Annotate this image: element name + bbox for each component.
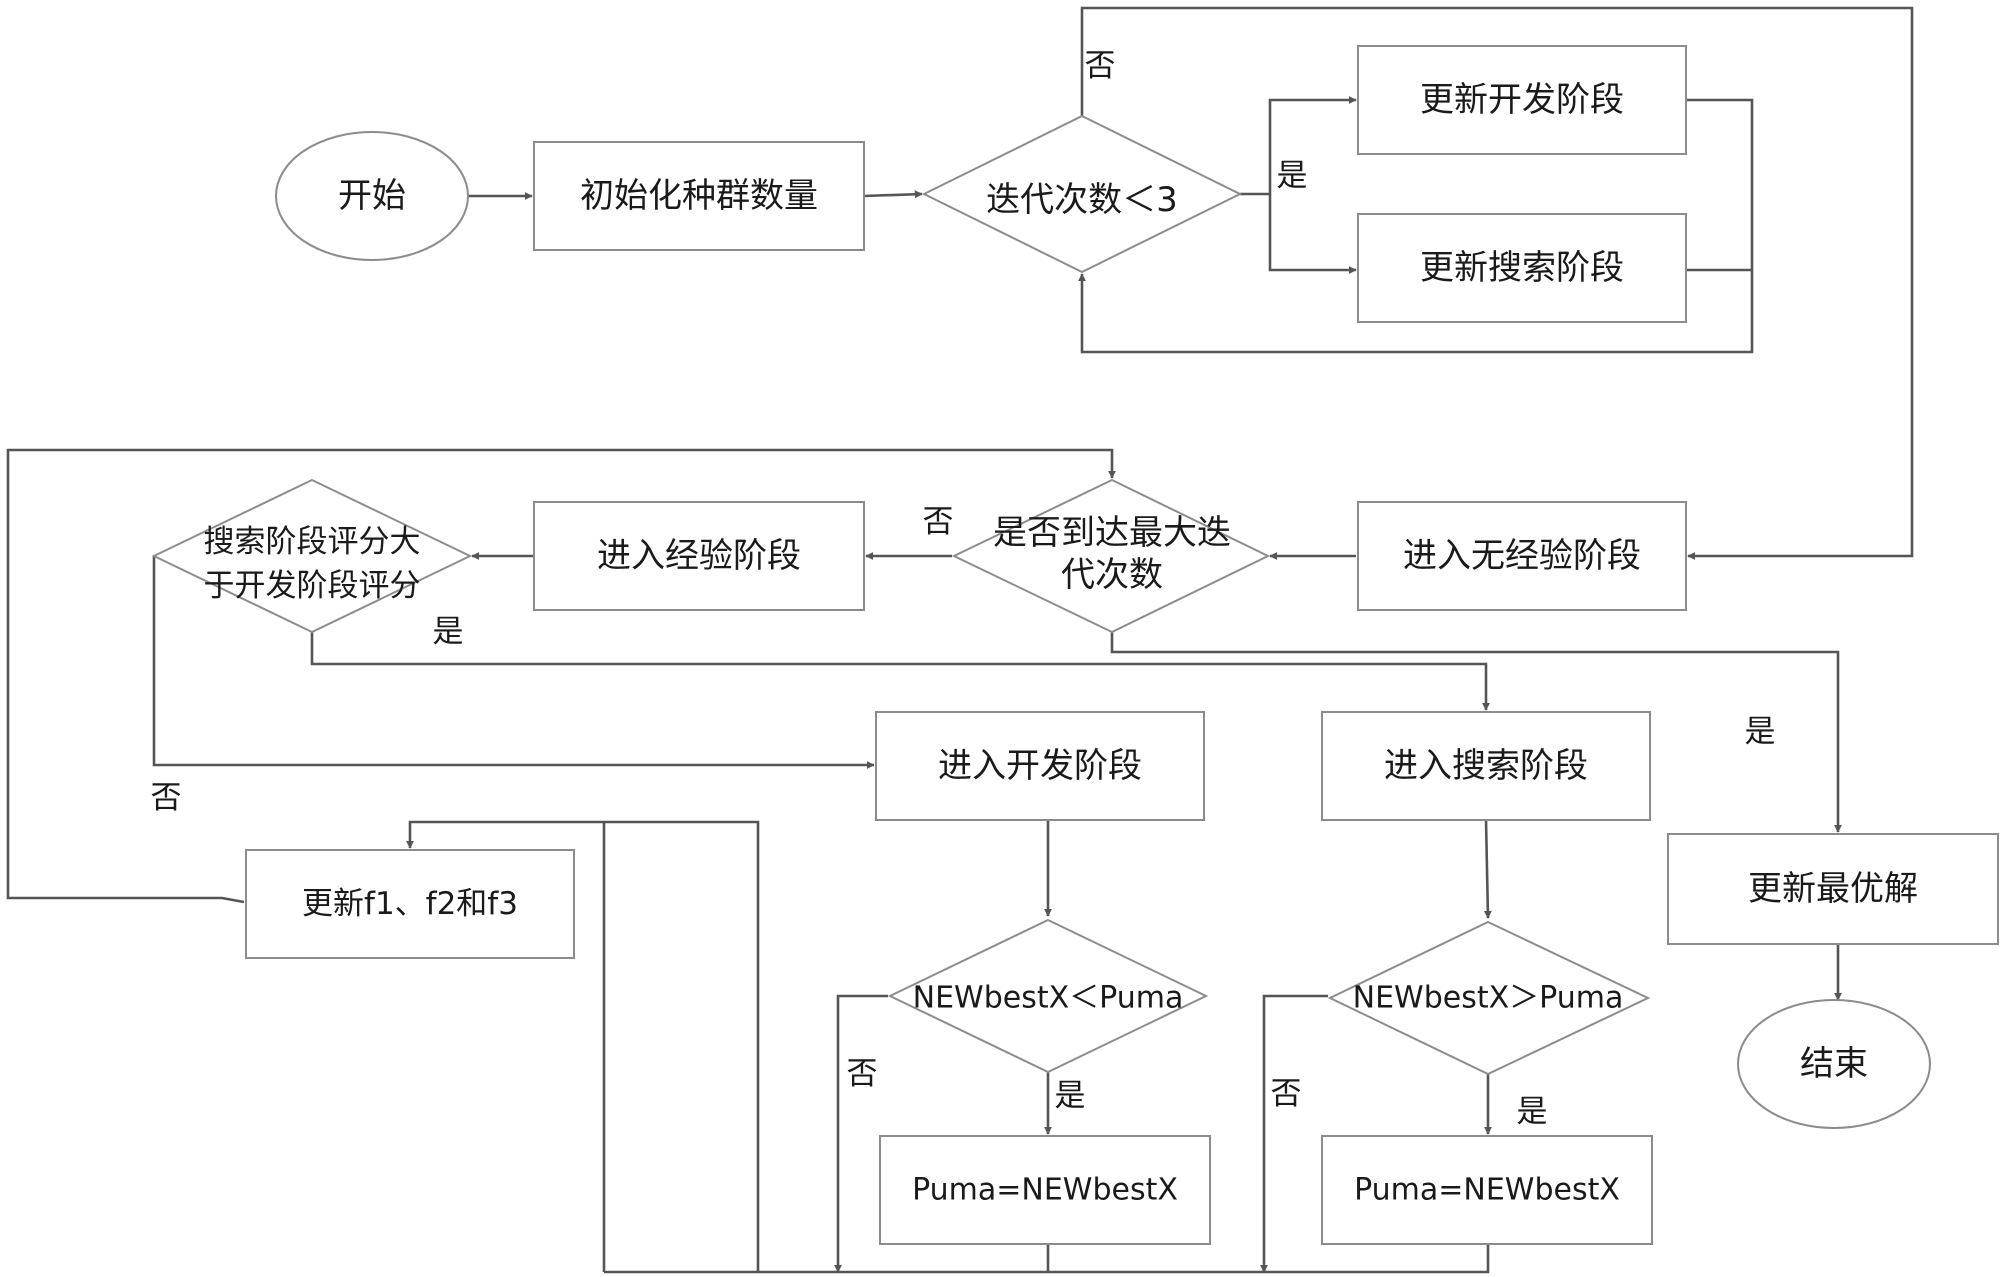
node-cond-less: NEWbestX＜Puma (887, 918, 1209, 1074)
assign-right-label: Puma=NEWbestX (1354, 1173, 1620, 1208)
node-max-iteration-check: 是否到达最大迭 代次数 (951, 478, 1271, 634)
node-enter-search: 进入搜索阶段 (1321, 711, 1651, 821)
label-yes-cond-greater: 是 (1517, 1094, 1548, 1130)
edges (6, 6, 1914, 1274)
max-iteration-check-line1: 是否到达最大迭 (993, 513, 1231, 553)
node-start: 开始 (275, 131, 469, 261)
node-cond-greater: NEWbestX＞Puma (1327, 920, 1651, 1076)
label-yes-score: 是 (433, 614, 464, 650)
update-f-label: 更新f1、f2和f3 (302, 886, 518, 922)
score-compare-line2: 于开发阶段评分 (204, 568, 421, 604)
enter-no-experience-label: 进入无经验阶段 (1403, 536, 1641, 576)
edge-iteration-yes-exploit (1240, 96, 1357, 196)
edge-cond-less-no (834, 994, 888, 1273)
node-iteration-check: 迭代次数＜3 (921, 114, 1243, 274)
enter-exploit-label: 进入开发阶段 (938, 746, 1142, 786)
node-update-best: 更新最优解 (1667, 833, 1999, 945)
iteration-check-label: 迭代次数＜3 (986, 180, 1178, 220)
label-no-iteration: 否 (1085, 48, 1116, 84)
enter-experience-label: 进入经验阶段 (597, 536, 801, 576)
cond-greater-label: NEWbestX＞Puma (1353, 981, 1624, 1016)
max-iteration-check-line2: 代次数 (1061, 555, 1163, 595)
label-yes-iteration: 是 (1277, 158, 1308, 194)
node-update-search-stage: 更新搜索阶段 (1357, 213, 1687, 323)
node-assign-right: Puma=NEWbestX (1321, 1135, 1653, 1245)
node-end: 结束 (1737, 999, 1931, 1129)
update-exploit-stage-label: 更新开发阶段 (1420, 80, 1624, 120)
start-terminator (275, 131, 469, 261)
edge-cond-greater-no (1260, 994, 1328, 1273)
node-assign-left: Puma=NEWbestX (879, 1135, 1211, 1245)
node-enter-no-experience: 进入无经验阶段 (1357, 501, 1687, 611)
edge-iteration-no-to-no-experience (1080, 6, 1914, 560)
label-yes-max-check: 是 (1745, 714, 1776, 750)
node-init-population: 初始化种群数量 (533, 141, 865, 251)
score-compare-line1: 搜索阶段评分大 (204, 524, 421, 560)
edge-score-yes-to-search (310, 632, 1490, 711)
label-no-max-check: 否 (923, 504, 954, 540)
edge-score-no-to-exploit (152, 556, 875, 769)
node-enter-exploit: 进入开发阶段 (875, 711, 1205, 821)
assign-left-label: Puma=NEWbestX (912, 1173, 1178, 1208)
start-label: 开始 (338, 176, 406, 216)
cond-less-label: NEWbestX＜Puma (913, 981, 1184, 1016)
label-no-score: 否 (151, 780, 182, 816)
edge-max-check-yes-to-best (1110, 632, 1842, 833)
node-update-exploit-stage: 更新开发阶段 (1357, 45, 1687, 155)
node-score-compare: 搜索阶段评分大 于开发阶段评分 (151, 478, 473, 634)
node-update-f: 更新f1、f2和f3 (245, 849, 575, 959)
edge-collect-bottom (604, 1244, 1490, 1274)
edge-collect-inner (406, 820, 760, 1272)
label-yes-cond-less: 是 (1055, 1078, 1086, 1114)
label-no-cond-greater: 否 (1271, 1076, 1302, 1112)
enter-search-label: 进入搜索阶段 (1384, 746, 1588, 786)
update-search-stage-label: 更新搜索阶段 (1420, 248, 1624, 288)
edge-labels: 否 是 否 是 是 否 否 是 否 是 (151, 48, 1776, 1130)
edge-loop-back-to-iteration (1078, 98, 1754, 354)
label-no-cond-less: 否 (847, 1056, 878, 1092)
update-best-label: 更新最优解 (1748, 869, 1918, 909)
end-label: 结束 (1800, 1044, 1868, 1084)
init-population-label: 初始化种群数量 (580, 176, 818, 216)
edge-update-f-to-max-check (6, 448, 1116, 904)
node-enter-experience: 进入经验阶段 (533, 501, 865, 611)
edge-iteration-yes-search (1268, 194, 1357, 274)
edge-search-to-cond-greater (1483, 819, 1492, 919)
edge-init-to-iteration (863, 190, 923, 199)
end-terminator (1737, 999, 1931, 1129)
